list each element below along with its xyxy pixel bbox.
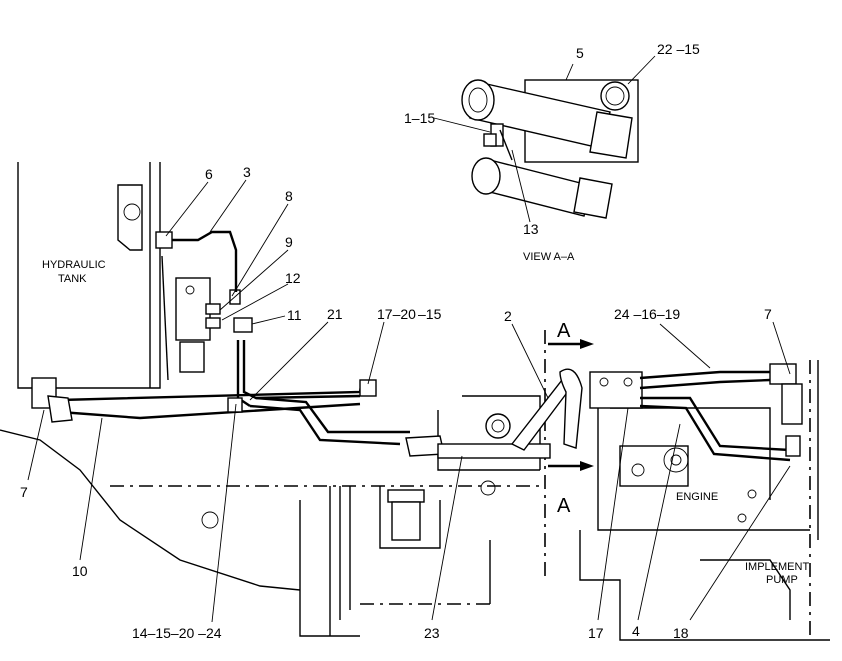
hose-3 (166, 230, 238, 292)
callout-8: 8 (285, 188, 293, 204)
callout-7-left: 7 (20, 484, 28, 500)
hose-2 (510, 379, 574, 451)
callouts: 6 3 8 9 12 11 21 17–20 –15 2 24 –16–19 7… (20, 164, 772, 641)
callout-7-right: 7 (764, 306, 772, 322)
lower-fitting-nut (471, 157, 501, 195)
callout-17-bottom: 17 (588, 625, 604, 641)
valve-body (175, 277, 211, 341)
callout-23: 23 (424, 625, 440, 641)
callout-22-15: 22 –15 (657, 41, 700, 57)
callout-6: 6 (205, 166, 213, 182)
fitting-6 (155, 231, 173, 249)
callout-3: 3 (243, 164, 251, 180)
callout-2: 2 (504, 308, 512, 324)
port-plug (600, 81, 630, 111)
tank-valve-assembly (161, 255, 253, 381)
engine-label: ENGINE (676, 491, 718, 503)
callout-21: 21 (327, 306, 343, 322)
callout-17-20: 17–20 (377, 306, 416, 322)
callout-1-15: 1–15 (404, 110, 435, 126)
engine: ENGINE IMPLEMENT PUMP (579, 360, 830, 641)
callout-12: 12 (285, 270, 301, 286)
hydraulic-tank: HYDRAULIC TANK (17, 162, 161, 389)
callout-24-16-19: 24 –16–19 (614, 306, 680, 322)
chassis-outline (0, 395, 541, 637)
fitting-7-right (769, 363, 797, 385)
callout-10: 10 (72, 563, 88, 579)
callout-13: 13 (523, 221, 539, 237)
section-a-top: A (557, 320, 571, 342)
hose-23 (437, 443, 551, 459)
callout-18: 18 (673, 625, 689, 641)
pump-fitting (485, 413, 511, 439)
engine-hoses (589, 363, 803, 462)
callout-11: 11 (287, 307, 302, 323)
hydraulic-tank-label-line1: HYDRAULIC (42, 259, 106, 271)
view-aa-detail: 5 22 –15 1–15 13 VIEW A–A (404, 41, 700, 263)
fitting-11 (233, 317, 253, 333)
lower-hex-nut (573, 177, 613, 219)
section-a-marker: A A (544, 320, 594, 580)
callout-9: 9 (285, 234, 293, 250)
callout-4: 4 (632, 623, 640, 639)
hose-routing (31, 340, 583, 459)
hydraulic-tank-label-line2: TANK (58, 273, 87, 285)
callout-14-15-20-24: 14–15–20 –24 (132, 625, 222, 641)
implement-pump-label-line2: PUMP (766, 574, 798, 586)
clip-17-20 (359, 379, 377, 397)
upper-fitting-nut (461, 79, 495, 121)
upper-hex-nut (589, 111, 633, 159)
section-a-bottom: A (557, 495, 571, 517)
manifold-block (589, 371, 643, 409)
callout-5: 5 (576, 45, 584, 61)
implement-pump-label-line1: IMPLEMENT (745, 561, 809, 573)
callout-leaders (27, 179, 791, 623)
callout-15: –15 (418, 306, 442, 322)
view-aa-label: VIEW A–A (523, 251, 575, 263)
